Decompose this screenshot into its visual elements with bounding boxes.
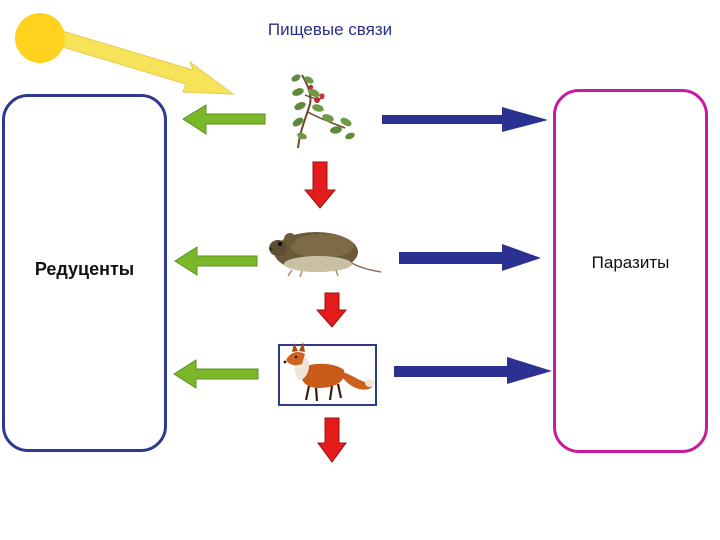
arrow-fox-to-parasites <box>394 357 552 384</box>
sunbeam-arrow <box>46 28 233 94</box>
arrow-fox-down <box>318 418 346 462</box>
arrow-fox-to-decomposers <box>174 360 258 388</box>
arrow-vole-to-parasites <box>399 244 541 271</box>
arrow-plant-to-vole <box>305 162 335 208</box>
arrow-plant-to-parasites <box>382 107 548 132</box>
arrow-plant-to-decomposers <box>183 105 265 134</box>
arrow-vole-to-fox <box>317 293 346 327</box>
vole-icon <box>269 232 381 277</box>
fox-icon <box>284 342 375 401</box>
arrow-vole-to-decomposers <box>175 247 257 275</box>
plant-icon <box>290 73 356 148</box>
sun-icon <box>15 13 65 63</box>
